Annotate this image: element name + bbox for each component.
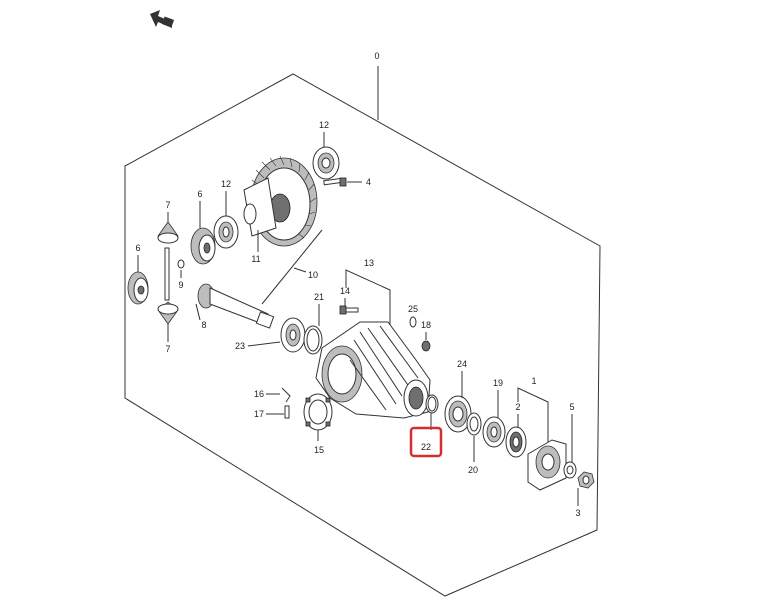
- highlight-box-22[interactable]: [409, 426, 443, 458]
- callout-8[interactable]: 8: [201, 320, 206, 330]
- callout-9[interactable]: 9: [178, 280, 183, 290]
- callout-20[interactable]: 20: [468, 465, 478, 475]
- callout-22[interactable]: 22: [421, 442, 431, 452]
- assembly-outline: [124, 73, 601, 597]
- pinion-shaft[interactable]: [164, 247, 170, 301]
- leader-23: [247, 341, 281, 347]
- callout-4[interactable]: 4: [366, 177, 371, 187]
- side-bearing-adjuster-15[interactable]: [303, 393, 333, 431]
- bearing-23[interactable]: [280, 317, 306, 353]
- callout-7-upper[interactable]: 7: [165, 200, 170, 210]
- callout-16[interactable]: 16: [254, 389, 264, 399]
- callout-17[interactable]: 17: [254, 409, 264, 419]
- callout-7-lower[interactable]: 7: [165, 344, 170, 354]
- callout-6-left[interactable]: 6: [135, 243, 140, 253]
- callout-12-top[interactable]: 12: [319, 120, 329, 130]
- leader-1: [517, 387, 549, 442]
- callout-15[interactable]: 15: [314, 445, 324, 455]
- callout-6-upper[interactable]: 6: [197, 189, 202, 199]
- callout-23[interactable]: 23: [235, 341, 245, 351]
- o-ring-22[interactable]: [425, 394, 439, 414]
- shim-21[interactable]: [303, 325, 323, 355]
- pinion-gear-7-lower[interactable]: [157, 301, 179, 325]
- callout-14[interactable]: 14: [340, 286, 350, 296]
- washer-5[interactable]: [563, 461, 577, 479]
- callout-5[interactable]: 5: [569, 402, 574, 412]
- bearing-12-left[interactable]: [213, 215, 239, 249]
- drive-pinion-8[interactable]: [197, 283, 275, 329]
- bolt-4[interactable]: [323, 177, 347, 187]
- callout-18[interactable]: 18: [421, 320, 431, 330]
- bearing-12-top[interactable]: [312, 146, 340, 180]
- callout-24[interactable]: 24: [457, 359, 467, 369]
- spacer-20[interactable]: [466, 412, 482, 436]
- front-arrow-icon: [150, 10, 175, 28]
- nut-3[interactable]: [577, 471, 595, 489]
- lock-pin-9[interactable]: [177, 259, 185, 269]
- callout-25[interactable]: 25: [408, 304, 418, 314]
- bearing-24[interactable]: [444, 395, 472, 433]
- companion-flange[interactable]: [527, 439, 567, 491]
- callout-10[interactable]: 10: [308, 270, 318, 280]
- assembly-number-0[interactable]: 0: [374, 51, 379, 61]
- pinion-gear-7-upper[interactable]: [157, 221, 179, 244]
- plug-18[interactable]: [421, 340, 431, 352]
- bolt-25[interactable]: [409, 316, 417, 328]
- leader-8: [195, 303, 201, 321]
- side-gear-6-left[interactable]: [127, 271, 149, 305]
- leader-13: [345, 269, 391, 328]
- callout-3[interactable]: 3: [575, 508, 580, 518]
- bearing-19[interactable]: [482, 416, 506, 448]
- callout-12-left[interactable]: 12: [221, 179, 231, 189]
- callout-1[interactable]: 1: [531, 376, 536, 386]
- callout-19[interactable]: 19: [493, 378, 503, 388]
- callout-2[interactable]: 2: [515, 402, 520, 412]
- leader-10: [261, 229, 323, 305]
- pin-16[interactable]: [281, 387, 291, 403]
- leader-10-tick: [293, 267, 307, 273]
- bolt-14[interactable]: [339, 305, 359, 315]
- callout-13[interactable]: 13: [364, 258, 374, 268]
- callout-11[interactable]: 11: [251, 254, 260, 264]
- differential-carrier[interactable]: [315, 321, 431, 419]
- callout-21[interactable]: 21: [314, 292, 324, 302]
- differential-case[interactable]: [243, 177, 277, 237]
- pin-17[interactable]: [284, 405, 290, 419]
- side-gear-6-upper[interactable]: [190, 227, 216, 265]
- oil-seal-2[interactable]: [505, 426, 527, 458]
